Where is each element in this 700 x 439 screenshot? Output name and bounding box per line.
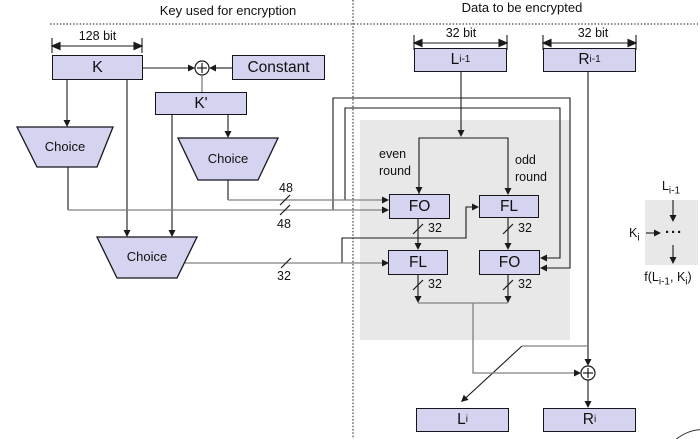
mini-ellipsis: ··· [665, 224, 683, 241]
k-box: K [52, 55, 143, 80]
fl-even-box: FL [388, 250, 448, 275]
mini-output-p2: , K [670, 270, 686, 284]
fl-even-label: FL [408, 253, 428, 271]
choice-3-label: Choice [126, 249, 168, 264]
separator-dashed-lines [50, 0, 698, 439]
k-prime-box-label: K' [194, 94, 208, 112]
choice-2-label: Choice [207, 151, 249, 166]
xor-icon [194, 60, 210, 76]
arrowheads [63, 64, 677, 408]
fo-even-out-width: 32 [428, 221, 442, 235]
l-input-base: L [450, 51, 460, 69]
bus-32-label: 32 [277, 269, 291, 283]
even-round-label: even round [379, 147, 411, 178]
mini-output-p3: ) [687, 270, 692, 284]
bus-48-lower-label: 48 [277, 217, 291, 231]
fl-odd-label: FL [499, 197, 519, 215]
choice-1-label: Choice [44, 139, 86, 154]
key-wires-gray [68, 76, 382, 264]
bit-width-arrows [50, 35, 638, 53]
k-prime-box: K' [155, 92, 247, 115]
fl-odd-box: FL [479, 195, 539, 218]
mini-key-sub: i [637, 232, 640, 244]
mini-wires [646, 200, 674, 257]
odd-round-label: odd round [515, 153, 547, 184]
mini-input-sub: i-1 [668, 185, 681, 197]
mini-output-s1: i-1 [658, 276, 670, 288]
left-data-bit-width-label: 32 bit [445, 26, 477, 40]
data-section-title: Data to be encrypted [461, 0, 583, 15]
key-bit-width-label: 128 bit [78, 29, 117, 43]
choice-trapezoids [15, 126, 280, 279]
bus-slash-marks [279, 194, 514, 291]
fl-even-out-width: 32 [428, 277, 442, 291]
choice-1-shape [15, 126, 114, 168]
fo-even-box: FO [389, 194, 450, 219]
key-wires-black [66, 67, 571, 269]
k-box-label: K [92, 58, 103, 76]
l-output-base: L [457, 411, 466, 429]
xor-icon [580, 365, 596, 381]
data-wires-black [417, 72, 589, 401]
choice-2-shape [176, 137, 280, 181]
right-data-bit-width-label: 32 bit [577, 26, 609, 40]
data-wires-gray [418, 302, 588, 374]
mini-output-p1: f(L [644, 270, 659, 284]
mini-output-label: f(Li-1, Ki) [628, 270, 700, 287]
constant-box: Constant [232, 55, 325, 80]
bus-48-upper-label: 48 [279, 181, 293, 195]
fo-odd-label: FO [498, 253, 521, 271]
choice-3-shape [95, 236, 199, 279]
mini-output-s2: i [685, 276, 688, 288]
r-input-base: R [578, 51, 590, 69]
fl-odd-out-width: 32 [518, 221, 532, 235]
mini-input-base: L [661, 179, 669, 193]
key-section-title: Key used for encryption [159, 3, 297, 18]
fo-even-label: FO [408, 197, 431, 215]
mini-input-label: Li-1 [650, 179, 692, 196]
mini-key-label: Ki [629, 226, 640, 243]
mini-key-base: K [629, 226, 638, 240]
fo-odd-out-width: 32 [518, 277, 532, 291]
r-output-base: R [582, 411, 594, 429]
constant-box-label: Constant [247, 58, 310, 76]
fo-odd-box: FO [479, 250, 540, 275]
